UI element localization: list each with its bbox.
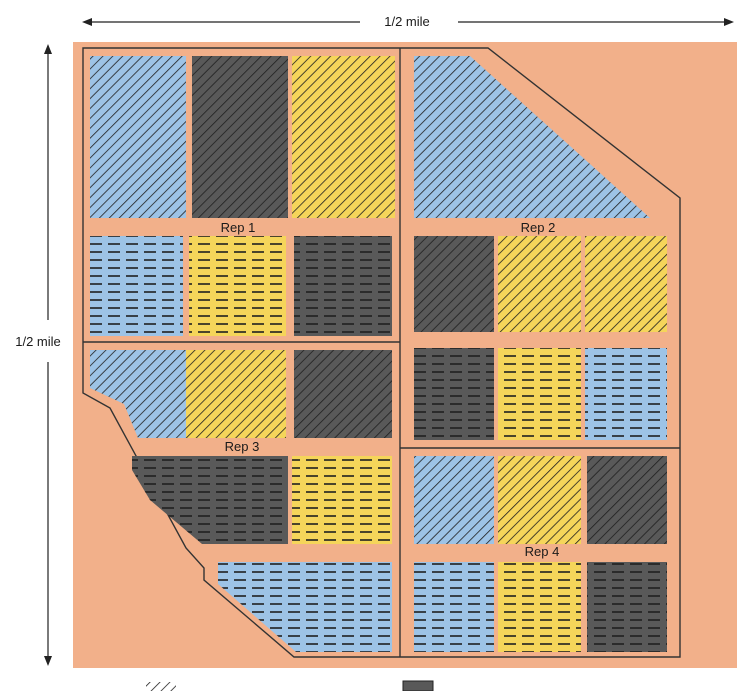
plot-dash (414, 348, 494, 440)
arrow-down-icon (44, 656, 52, 666)
plot-hatch (186, 350, 286, 438)
plot-hatch (292, 56, 395, 218)
rep-2-plots (414, 56, 667, 440)
rep-1-plots (90, 56, 395, 336)
legend (146, 680, 434, 691)
dark-gray-swatch-icon (402, 680, 434, 691)
plot-hatch (414, 456, 494, 544)
rep-4-label: Rep 4 (525, 544, 560, 559)
plot-hatch (90, 350, 186, 438)
arrow-left-icon (82, 18, 92, 26)
plot-hatch (498, 236, 581, 332)
rep-3-label: Rep 3 (225, 439, 260, 454)
plot-dash (292, 456, 392, 544)
plot-hatch (585, 236, 667, 332)
top-dimension-label: 1/2 mile (384, 14, 430, 29)
plot-hatch (192, 56, 288, 218)
plot-dash (585, 348, 667, 440)
plot-hatch (498, 456, 581, 544)
plot-dash (587, 562, 667, 652)
plot-hatch (587, 456, 667, 544)
plot-dash (189, 236, 286, 336)
rep-1-label: Rep 1 (221, 220, 256, 235)
rep-4-plots (414, 456, 667, 652)
plot-hatch (294, 350, 392, 438)
plot-dash (414, 562, 494, 652)
plot-dash (294, 236, 392, 336)
arrow-up-icon (44, 44, 52, 54)
height-dimension: 1/2 mile (15, 44, 61, 666)
plot-dash (498, 348, 581, 440)
diagonal-hatch-swatch-icon (146, 682, 176, 691)
plot-dash (132, 456, 288, 544)
plot-hatch (414, 236, 494, 332)
plot-dash (218, 562, 392, 652)
width-dimension: 1/2 mile (82, 14, 734, 29)
plot-hatch (90, 56, 186, 218)
field-boundary (82, 47, 681, 658)
arrow-right-icon (724, 18, 734, 26)
side-dimension-label: 1/2 mile (15, 334, 61, 349)
plot-dash (498, 562, 581, 652)
plot-hatch (414, 56, 650, 218)
rep-3-plots (90, 350, 392, 652)
plot-dash (90, 236, 183, 336)
rep-2-label: Rep 2 (521, 220, 556, 235)
